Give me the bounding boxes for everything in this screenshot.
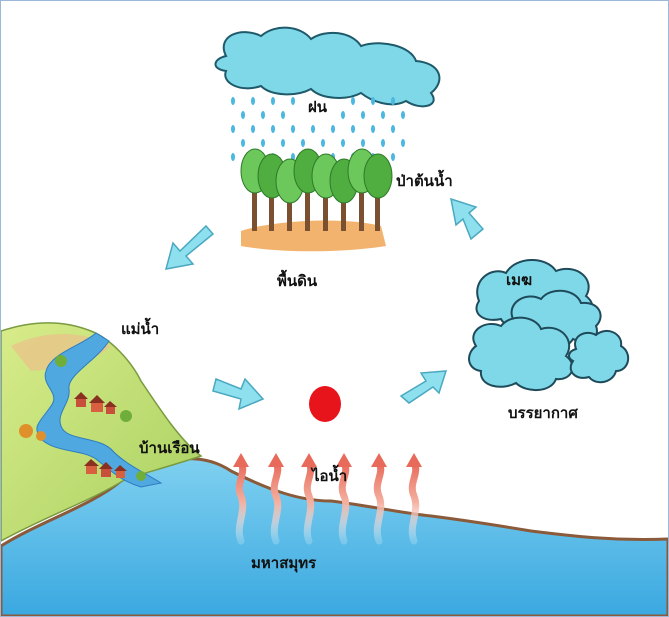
- vapor-arrowhead: [336, 453, 352, 467]
- vapor-arrowhead: [233, 453, 249, 467]
- rain-drop: [271, 125, 275, 133]
- atmosphere-label: บรรยากาศ: [508, 404, 578, 422]
- rain-drop: [231, 153, 235, 161]
- river: [36, 332, 163, 488]
- arrow-icon: [164, 197, 485, 411]
- rain-drop: [381, 111, 385, 119]
- rain-drop: [361, 139, 365, 147]
- vapor-stream: [408, 459, 420, 545]
- rain-drop: [351, 125, 355, 133]
- sun-icon: [309, 386, 341, 422]
- rain-drop: [341, 111, 345, 119]
- rain-drop: [251, 97, 255, 105]
- tree-trunk: [359, 191, 364, 231]
- vapor-arrowhead: [268, 453, 284, 467]
- rain-drop: [401, 111, 405, 119]
- rain-drop: [281, 111, 285, 119]
- rain-drop: [271, 97, 275, 105]
- rain-drop: [321, 139, 325, 147]
- rain-drop: [351, 97, 355, 105]
- vapor-arrowhead: [371, 453, 387, 467]
- vapor-stream: [373, 459, 385, 545]
- rain-drop: [391, 153, 395, 161]
- vapor-label: ไอน้ำ: [312, 467, 348, 485]
- rain-drop: [281, 139, 285, 147]
- rain-drops: [231, 97, 405, 161]
- houses-label: บ้านเรือน: [139, 439, 200, 457]
- vapor-stream: [235, 459, 247, 545]
- vapor-arrowhead: [406, 453, 422, 467]
- rain-drop: [371, 97, 375, 105]
- rain-drop: [261, 111, 265, 119]
- rain-drop: [261, 139, 265, 147]
- rain-drop: [231, 97, 235, 105]
- vapor-arrow-icon: [233, 453, 422, 545]
- rain-drop: [391, 125, 395, 133]
- rain-drop: [331, 125, 335, 133]
- vapor-stream: [303, 459, 315, 545]
- rain-drop: [231, 125, 235, 133]
- rain-drop: [241, 111, 245, 119]
- rain-drop: [391, 97, 395, 105]
- forest-label: ป่าต้นน้ำ: [396, 172, 453, 190]
- tree-trunk: [341, 191, 346, 231]
- rain-drop: [291, 97, 295, 105]
- soil-label: พื้นดิน: [277, 272, 318, 290]
- tree-trunk: [305, 191, 310, 231]
- vapor-arrowhead: [301, 453, 317, 467]
- ocean-label: มหาสมุทร: [251, 554, 317, 572]
- cloud-icon: [468, 259, 630, 391]
- rain-drop: [251, 125, 255, 133]
- rain-label: ฝน: [308, 98, 328, 116]
- tree-trunk: [287, 191, 292, 231]
- forest-icon: [240, 148, 393, 252]
- river-label: แม่น้ำ: [121, 320, 160, 338]
- rain-drop: [301, 139, 305, 147]
- tree-crown: [363, 153, 393, 199]
- rain-drop: [341, 139, 345, 147]
- cloud-label: เมฆ: [506, 271, 533, 289]
- village-icon: [19, 355, 146, 481]
- vapor-stream: [270, 459, 282, 545]
- rain-drop: [241, 139, 245, 147]
- rain-drop: [381, 139, 385, 147]
- tree-trunk: [252, 191, 257, 231]
- rain-drop: [371, 125, 375, 133]
- rain-drop: [361, 111, 365, 119]
- rain-drop: [291, 125, 295, 133]
- vapor-stream: [338, 459, 350, 545]
- rain-drop: [401, 139, 405, 147]
- tree-trunk: [269, 191, 274, 231]
- rain-drop: [311, 125, 315, 133]
- tree-trunk: [375, 191, 380, 231]
- rain-cloud-icon: [214, 26, 441, 108]
- tree-trunk: [323, 191, 328, 231]
